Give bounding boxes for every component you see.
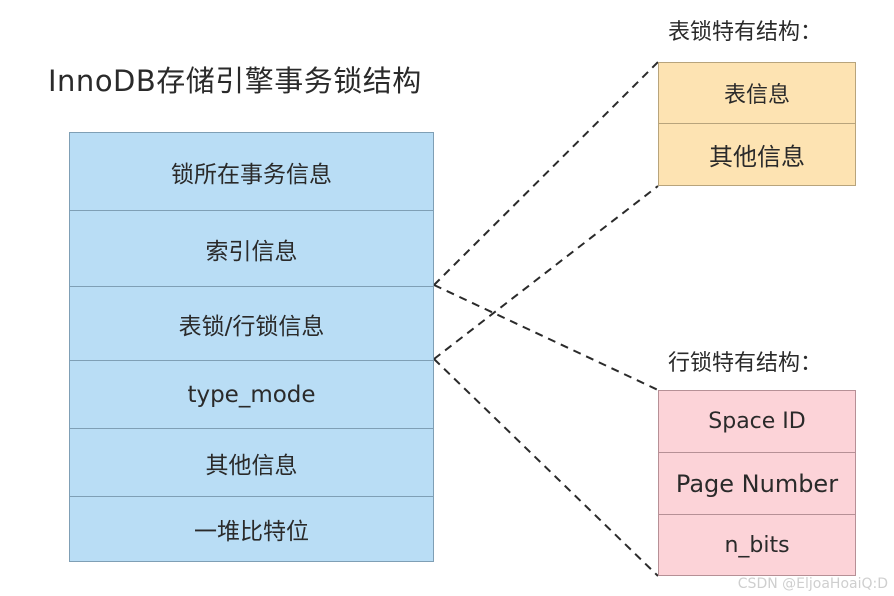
field-other-info: 其他信息 bbox=[70, 429, 433, 497]
table-lock-field-other-info: 其他信息 bbox=[709, 143, 805, 171]
table-lock-title: 表锁特有结构： bbox=[668, 20, 823, 45]
connector-to-table-lock-bottom bbox=[433, 185, 659, 360]
row-lock-field-space-id: Space ID bbox=[659, 391, 855, 453]
connector-to-row-lock-bottom bbox=[433, 358, 659, 577]
row-lock-field-n-bits: n_bits bbox=[724, 532, 790, 558]
field-type-mode: type_mode bbox=[70, 361, 433, 429]
table-lock-struct: 表信息 其他信息 bbox=[658, 62, 856, 186]
connector-to-table-lock-top bbox=[433, 61, 659, 286]
field-trx-info: 锁所在事务信息 bbox=[70, 133, 433, 211]
field-index-info: 索引信息 bbox=[70, 211, 433, 287]
lock-struct-table: 锁所在事务信息 索引信息 表锁/行锁信息 type_mode 其他信息 一堆比特… bbox=[69, 132, 434, 562]
row-lock-struct: Space ID Page Number n_bits bbox=[658, 390, 856, 576]
watermark: CSDN @EljoaHoaiQ:D bbox=[737, 576, 888, 592]
field-table-row-lock-info: 表锁/行锁信息 bbox=[70, 287, 433, 361]
table-lock-field-table-info: 表信息 bbox=[659, 63, 855, 124]
connector-to-row-lock-top bbox=[433, 284, 659, 391]
diagram-title: InnoDB存储引擎事务锁结构 bbox=[48, 64, 422, 98]
field-bitmap: 一堆比特位 bbox=[194, 519, 309, 545]
row-lock-field-page-number: Page Number bbox=[659, 453, 855, 515]
row-lock-title: 行锁特有结构： bbox=[668, 351, 823, 376]
